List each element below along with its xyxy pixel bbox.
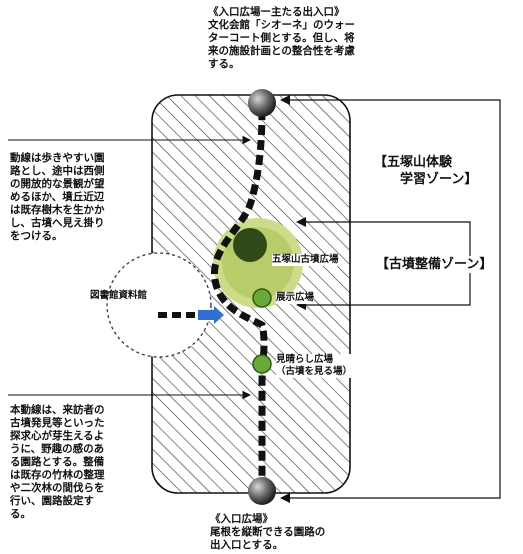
exhibit-plaza-node (252, 288, 272, 308)
gozukayama-zone-label: 【五塚山体験 学習ゾーン】 (374, 155, 478, 187)
library-circle (106, 252, 212, 358)
top-entrance-node (248, 89, 276, 117)
gozukayama-zone-bracket (285, 99, 501, 499)
top-entrance-note: 《入口広場ー主たる出入口》 文化会館「シオーネ」のウォー ターコート側とする。但… (208, 6, 355, 70)
kofun-plaza-label: 五塚山古墳広場 (272, 254, 339, 266)
library-arrow-icon (198, 306, 224, 324)
library-label: 図書館資料館 (90, 290, 148, 301)
viewpoint-plaza-label: 見晴らし広場 （古墳を見る場） (276, 354, 353, 378)
lower-route-note: 本動線は、来訪者の 古墳発見等といった 探求心が芽生えるよ うに、野趣の感のあ … (10, 404, 150, 521)
main-route-line (211, 109, 268, 480)
exhibit-plaza-label: 展示広場 (276, 292, 315, 304)
bottom-entrance-note: 《入口広場》 尾根を縦断できる園路の 出入口とする。 (210, 513, 326, 551)
kofun-mound-core (233, 228, 267, 262)
viewpoint-plaza-node (252, 354, 272, 374)
bottom-entrance-node (248, 477, 276, 505)
kofun-zone-label: 【古墳整備ゾーン】 (376, 256, 493, 273)
upper-route-note: 動線は歩きやすい園 路とし、途中は西側 の開放的な景観が望 めるほか、墳丘近辺 … (10, 152, 150, 243)
